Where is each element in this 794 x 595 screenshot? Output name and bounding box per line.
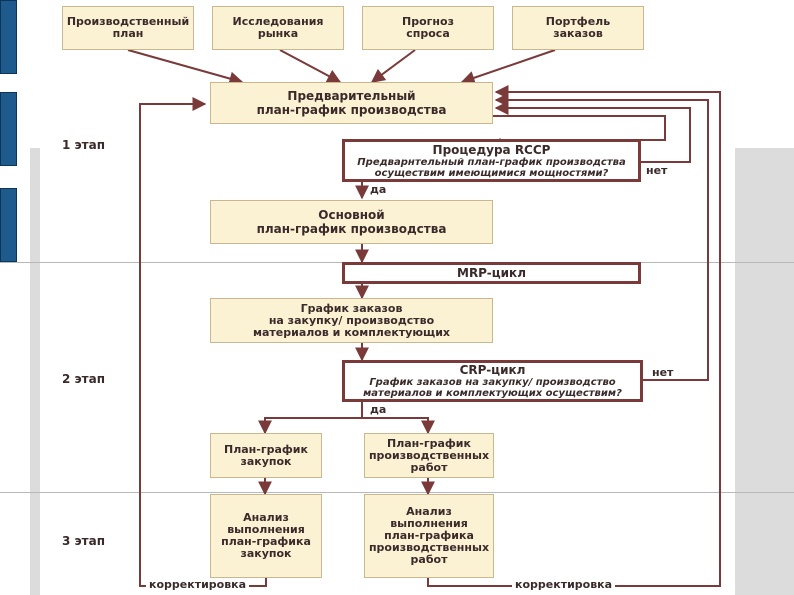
box-demand-forecast: Прогноз спроса (362, 6, 494, 50)
arrow-correction-left-loop (139, 97, 267, 587)
box-text: план-график производства (256, 222, 447, 236)
box-text: план-графика (384, 529, 474, 542)
side-tab-3 (0, 188, 17, 262)
label-correction-left: корректировка (146, 578, 250, 591)
rccp-title: Процедура RCCP (432, 142, 551, 157)
box-text: Прогноз (402, 15, 454, 28)
rccp-question: осуществим имеющимися мощностями? (374, 167, 609, 179)
arrow-market-research-to-preliminary (279, 49, 342, 83)
stage-label-3: 3 этап (62, 534, 105, 548)
box-text: Производственный (66, 15, 190, 28)
arrow-crp-no-loop (494, 93, 709, 381)
box-mrp-cycle: MRP-цикл (342, 262, 641, 284)
background-band-right (735, 148, 794, 595)
box-text: производственных (368, 541, 490, 554)
arrow-correction-right-loop (427, 85, 721, 587)
side-tab-2 (0, 92, 17, 166)
box-orders-portfolio: Портфель заказов (512, 6, 644, 50)
background-band-left (30, 148, 40, 595)
label-yes-crp: да (370, 403, 387, 416)
box-text: закупок (240, 547, 292, 560)
crp-question: материалов и комплектующих осуществим? (363, 388, 622, 399)
arrow-rccp-no-loop (494, 101, 691, 163)
box-text: выполнения (227, 523, 305, 536)
box-rccp-procedure: Процедура RCCP Предварнтельный план-граф… (342, 139, 641, 182)
stage-separator-2 (0, 492, 794, 493)
label-no-crp: нет (652, 366, 674, 379)
stage-label-1: 1 этап (62, 138, 105, 152)
box-text: Предварительный (287, 89, 416, 103)
label-no-rccp: нет (646, 164, 668, 177)
stage-label-2: 2 этап (62, 372, 105, 386)
box-text: работ (410, 553, 448, 566)
arrow-production-plan-to-preliminary (127, 49, 244, 86)
box-text: Анализ (406, 505, 452, 518)
box-text: План-график (387, 436, 471, 450)
box-text: Исследования (232, 15, 324, 28)
box-text: Анализ (243, 511, 289, 524)
box-master-schedule: Основной план-график производства (210, 200, 493, 244)
box-text: план-график производства (256, 103, 447, 117)
box-text: план-графика (221, 535, 311, 548)
side-tab-1 (0, 0, 17, 74)
box-text: работ (410, 460, 448, 474)
box-text: рынка (257, 27, 299, 40)
box-text: производственных (368, 448, 490, 462)
arrow-crp-to-plans (264, 402, 429, 433)
label-yes-rccp: да (370, 183, 387, 196)
rccp-question: Предварнтельный план-график производства (357, 156, 626, 168)
box-text: График заказов (300, 301, 403, 315)
crp-title: CRP-цикл (459, 363, 526, 377)
mrp-title: MRP-цикл (457, 266, 526, 280)
box-text: на закупку/ производство (268, 313, 435, 327)
arrow-preliminary-to-rccp (490, 115, 666, 152)
box-text: Портфель (545, 15, 611, 28)
box-production-analysis: Анализ выполнения план-графика производс… (364, 494, 494, 578)
box-purchase-schedule: План-график закупок (210, 433, 322, 478)
box-text: спроса (406, 27, 450, 40)
box-text: выполнения (390, 517, 468, 530)
crp-question: График заказов на закупку/ производство (369, 377, 616, 388)
box-text: материалов и комплектующих (253, 325, 450, 339)
box-production-plan: Производственный план (62, 6, 194, 50)
box-purchase-analysis: Анализ выполнения план-графика закупок (210, 494, 322, 578)
box-market-research: Исследования рынка (212, 6, 344, 50)
box-production-works-schedule: План-график производственных работ (364, 433, 494, 478)
box-preliminary-schedule: Предварительный план-график производства (210, 82, 493, 124)
arrow-orders-portfolio-to-preliminary (460, 49, 556, 85)
box-text: план (112, 27, 144, 40)
box-text: заказов (553, 27, 603, 40)
box-text: Основной (318, 208, 385, 222)
box-crp-cycle: CRP-цикл График заказов на закупку/ прои… (342, 360, 643, 402)
box-text: закупок (240, 454, 292, 468)
label-correction-right: корректировка (512, 578, 616, 591)
box-orders-schedule: График заказов на закупку/ производство … (210, 298, 493, 343)
arrow-forecast-to-preliminary (370, 49, 416, 83)
box-text: План-график (224, 442, 308, 456)
